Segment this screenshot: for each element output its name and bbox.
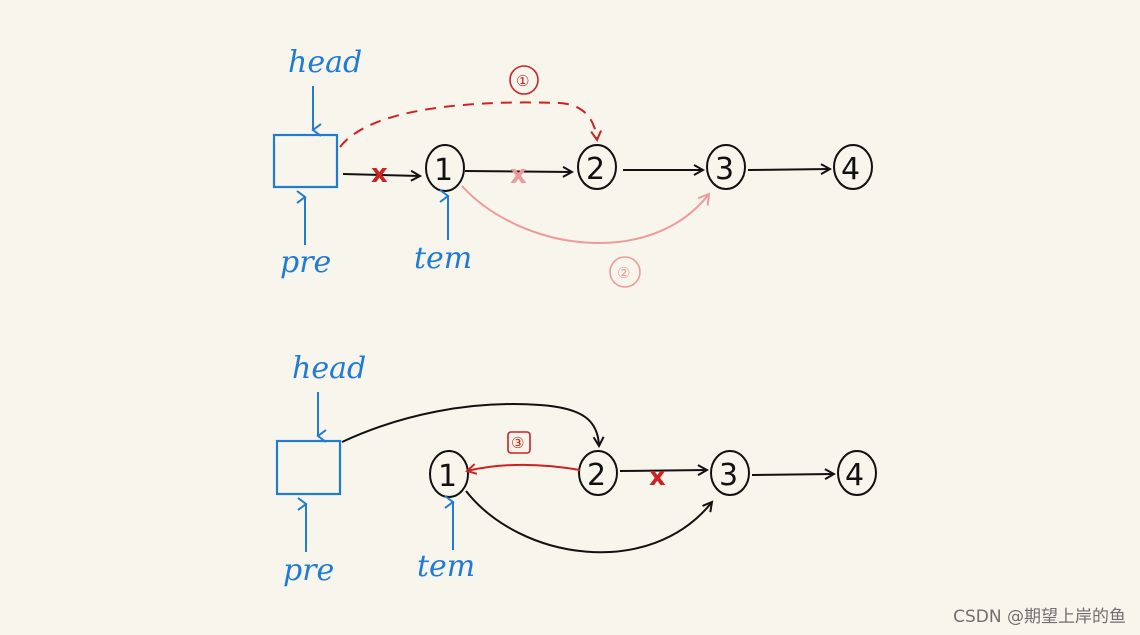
arrow-3-to-4 xyxy=(747,169,830,170)
svg-text:③: ③ xyxy=(511,434,524,452)
node-3: 3 xyxy=(710,450,750,496)
svg-text:2: 2 xyxy=(587,458,606,493)
svg-text:3: 3 xyxy=(719,458,738,493)
step1-badge: ① xyxy=(509,65,539,95)
diagram-bottom: head pre 1 2 3 4 ③ xyxy=(275,351,877,588)
step3-arrow xyxy=(467,465,581,471)
dummy-node-box xyxy=(272,133,339,189)
pre-label: pre xyxy=(283,553,334,588)
svg-text:1: 1 xyxy=(438,459,457,494)
head-label: head xyxy=(288,45,362,80)
node-1: 1 xyxy=(429,450,469,498)
node-1: 1 xyxy=(425,144,465,192)
arrow-dummy-to-2 xyxy=(341,403,599,446)
svg-text:1: 1 xyxy=(434,153,453,188)
diagram-top: head pre 1 2 3 4 x x xyxy=(272,45,873,288)
arrow-1-to-2 xyxy=(464,171,572,172)
tem-label: tem xyxy=(414,241,472,276)
node-2: 2 xyxy=(578,450,618,496)
svg-text:3: 3 xyxy=(715,152,734,187)
step1-arrow xyxy=(339,101,597,148)
arrow-1-to-3 xyxy=(465,490,712,554)
cross-mark-dummy-1: x xyxy=(371,159,388,189)
node-4: 4 xyxy=(837,450,877,496)
svg-text:4: 4 xyxy=(841,152,860,187)
node-2: 2 xyxy=(577,144,617,190)
svg-text:②: ② xyxy=(617,264,630,282)
head-label: head xyxy=(292,351,366,386)
arrow-dummy-to-1 xyxy=(342,174,420,176)
svg-text:2: 2 xyxy=(586,152,605,187)
cross-mark-2-3: x xyxy=(649,462,666,492)
svg-text:①: ① xyxy=(516,72,529,90)
step2-arrow xyxy=(461,185,711,245)
dummy-node-box xyxy=(275,439,342,496)
step3-badge: ③ xyxy=(507,431,531,454)
node-4: 4 xyxy=(833,144,873,190)
node-3: 3 xyxy=(706,144,746,190)
pre-label: pre xyxy=(280,245,331,280)
arrow-3-to-4 xyxy=(751,474,834,475)
tem-label: tem xyxy=(417,549,475,584)
watermark: CSDN @期望上岸的鱼 xyxy=(953,607,1126,627)
arrow-2-to-3 xyxy=(619,470,707,471)
step2-badge: ② xyxy=(609,256,641,288)
svg-text:4: 4 xyxy=(845,458,864,493)
cross-mark-1-2: x xyxy=(510,160,527,190)
